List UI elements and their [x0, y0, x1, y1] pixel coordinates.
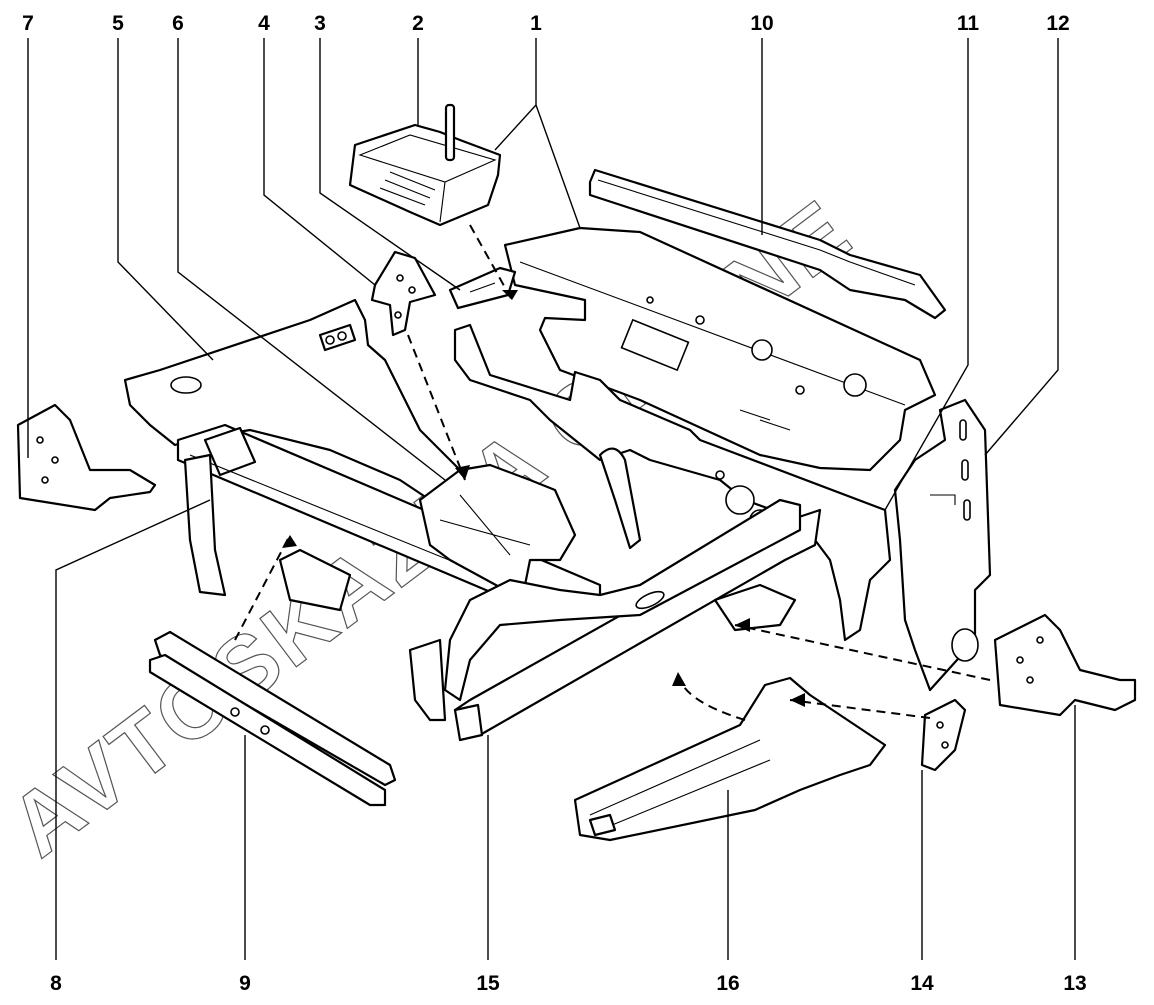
- part-9-radiator-crossmember[interactable]: [148, 630, 397, 807]
- leader-6: [177, 38, 446, 481]
- leader-11: [884, 38, 969, 511]
- leader-5: [117, 38, 214, 361]
- callout-12: 12: [1046, 12, 1069, 35]
- callout-13: 13: [1063, 972, 1086, 995]
- arrow-bracket-13: [734, 624, 991, 681]
- callout-7: 7: [22, 12, 34, 35]
- part-10-windscreen-crossmember[interactable]: [588, 168, 947, 320]
- callout-16: 16: [716, 972, 739, 995]
- callout-6: 6: [172, 12, 184, 35]
- part-4-mounting-bracket[interactable]: [370, 250, 437, 337]
- part-6-wheel-arch-reinforcement[interactable]: [418, 463, 577, 592]
- part-13-side-member-bracket-right[interactable]: [993, 613, 1137, 717]
- arrow-bracket-4: [407, 334, 466, 481]
- callout-11: 11: [957, 12, 980, 35]
- callout-labels-bottom: 8 9 15 16 14 13: [50, 972, 1087, 995]
- part-16-side-member-extension[interactable]: [573, 676, 887, 842]
- assembly-arrows: [234, 224, 991, 721]
- callout-10: 10: [750, 12, 773, 35]
- callout-5: 5: [112, 12, 124, 35]
- leader-12: [984, 38, 1059, 456]
- part-7-side-member-bracket-left[interactable]: [16, 403, 157, 512]
- leader-4: [263, 38, 376, 286]
- callout-4: 4: [258, 12, 270, 35]
- part-1-dash-panel[interactable]: [503, 226, 937, 472]
- part-3-crossmember-bracket[interactable]: [448, 266, 517, 310]
- callout-1: 1: [530, 12, 542, 35]
- callout-9: 9: [239, 972, 251, 995]
- leader-1: [494, 38, 581, 229]
- part-12-pillar-panel[interactable]: [893, 398, 992, 692]
- callout-2: 2: [412, 12, 424, 35]
- arrow-extension-16: [677, 671, 746, 721]
- callout-14: 14: [910, 972, 934, 995]
- part-11-bulkhead-panel[interactable]: [453, 323, 892, 642]
- callout-8: 8: [50, 972, 62, 995]
- callout-3: 3: [314, 12, 326, 35]
- part-15-front-side-member[interactable]: [408, 498, 822, 742]
- callout-labels-top: 7 5 6 4 3 2 1 10 11 12: [22, 12, 1070, 35]
- leader-lines: [27, 38, 1076, 960]
- part-14-side-member-bracket[interactable]: [920, 698, 967, 772]
- leader-3: [319, 38, 461, 291]
- part-2-battery-tray[interactable]: [348, 103, 502, 227]
- leader-8: [55, 499, 211, 960]
- arrow-bracket-14: [789, 699, 931, 719]
- callout-15: 15: [476, 972, 500, 995]
- arrow-crossmember-9: [234, 534, 291, 641]
